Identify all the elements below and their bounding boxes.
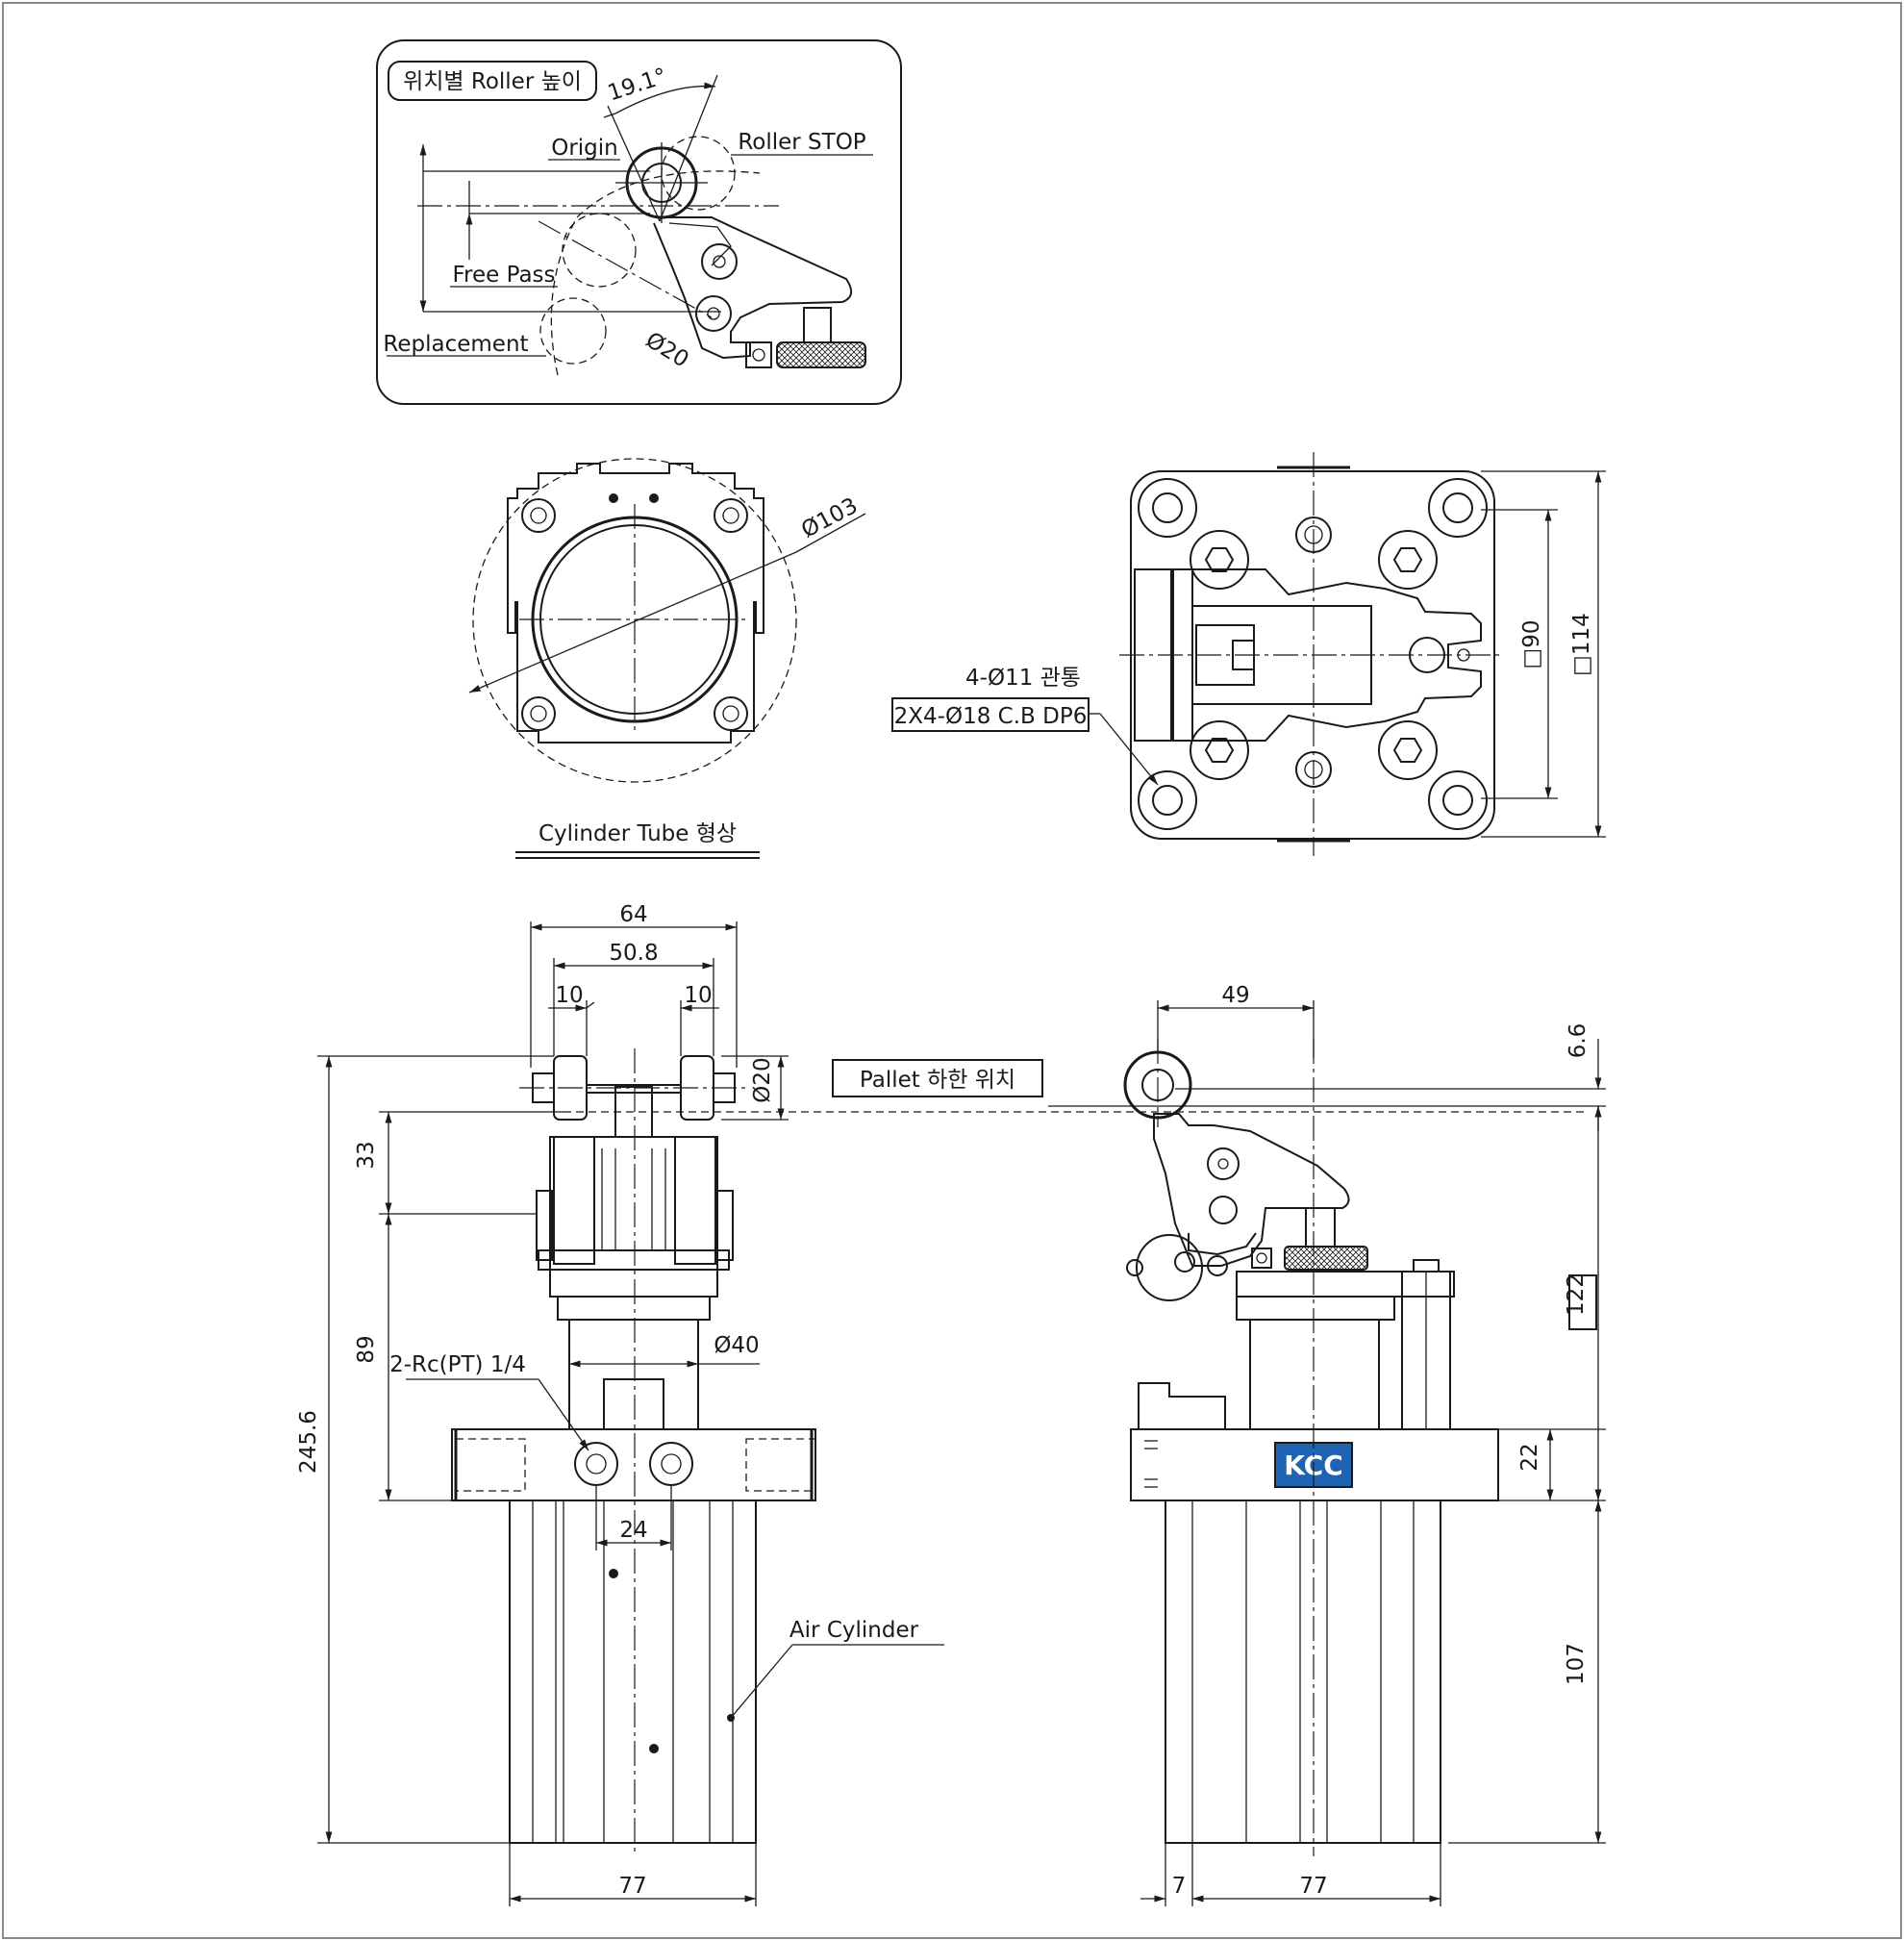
side-h66-label: 6.6: [1566, 1023, 1591, 1059]
roller-detail-view: 위치별 Roller 높이 19.1° Origin Roller STOP F…: [376, 39, 902, 405]
front-w64-label: 64: [619, 902, 647, 927]
front-w10a-label: 10: [555, 983, 583, 1008]
front-h89-label: 89: [354, 1335, 379, 1363]
holes-note-2: 2X4-Ø18 C.B DP6: [894, 704, 1088, 729]
top-sq114-label: □114: [1569, 613, 1594, 676]
front-h33-label: 33: [354, 1141, 379, 1169]
free-pass-label: Free Pass: [452, 263, 555, 288]
front-w24-label: 24: [619, 1518, 647, 1543]
front-d20-label: Ø20: [750, 1057, 775, 1102]
cylinder-tube-view: Ø103 Cylinder Tube 형상: [468, 458, 866, 859]
side-view: KCC 49: [1048, 983, 1606, 1906]
pallet-box: [832, 1059, 1043, 1097]
port-label: 2-Rc(PT) 1/4: [389, 1352, 526, 1377]
front-d40-label: Ø40: [714, 1333, 759, 1358]
front-w508-label: 50.8: [609, 941, 658, 966]
side-w77-label: 77: [1299, 1874, 1327, 1899]
front-h2456-label: 245.6: [296, 1410, 321, 1474]
roller-stop-label: Roller STOP: [738, 130, 865, 155]
side-w7-label: 7: [1172, 1874, 1187, 1899]
angle-label: 19.1°: [605, 63, 670, 106]
origin-label: Origin: [551, 136, 618, 161]
side-h22-label: 22: [1517, 1443, 1542, 1471]
pallet-label: Pallet 하한 위치: [860, 1068, 1015, 1093]
side-h122-label: 122: [1564, 1273, 1589, 1316]
tube-caption: Cylinder Tube 형상: [539, 821, 737, 846]
top-view: □90 □114 4-Ø11 관통 2X4-Ø18 C.B DP6: [891, 452, 1606, 856]
top-sq90-label: □90: [1519, 620, 1544, 669]
front-view: 64 50.8 10 10 Ø20 33 89 245.6 2-Rc(PT) 1…: [296, 902, 1587, 1906]
air-cylinder-label: Air Cylinder: [789, 1618, 919, 1643]
holes-note-1: 4-Ø11 관통: [965, 666, 1081, 691]
tube-dia-label: Ø103: [797, 493, 862, 543]
side-w49-label: 49: [1221, 983, 1249, 1008]
replacement-label: Replacement: [383, 332, 528, 357]
front-w77-label: 77: [618, 1874, 646, 1899]
detail-dia-label: Ø20: [641, 327, 693, 372]
detail-title: 위치별 Roller 높이: [403, 69, 582, 94]
front-w10b-label: 10: [684, 983, 712, 1008]
side-h107-label: 107: [1564, 1643, 1589, 1685]
